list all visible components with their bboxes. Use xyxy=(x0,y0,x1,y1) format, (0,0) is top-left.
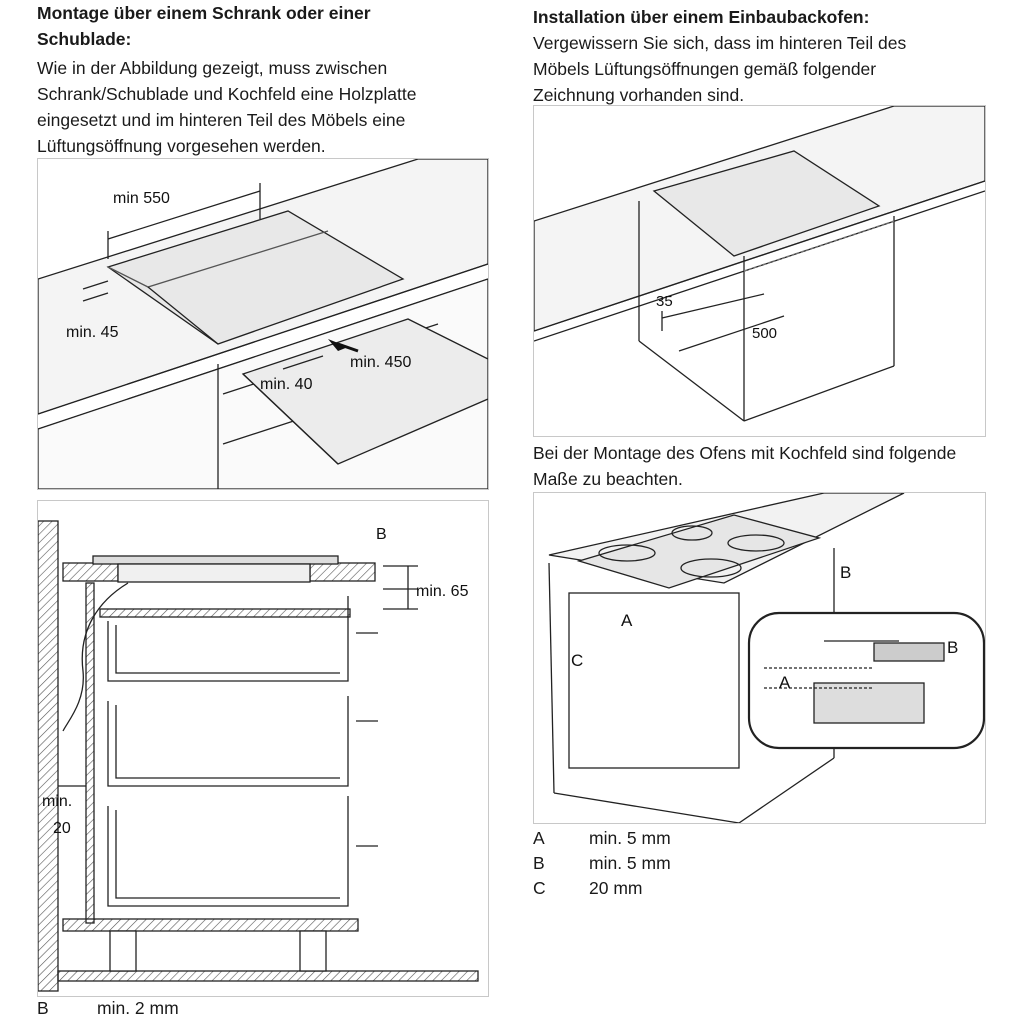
label-b-top: B xyxy=(376,526,387,543)
left-heading-line-1: Montage über einem Schrank oder einer xyxy=(37,3,371,23)
figure-countertop-drawer: min 550 min. 45 min. 450 min. 40 xyxy=(37,158,489,490)
dim-500: 500 xyxy=(752,325,777,342)
label-c: C xyxy=(571,651,583,670)
legend-key: C xyxy=(533,878,546,898)
figure-oven-cabinet: 35 500 xyxy=(533,105,986,437)
label-a: A xyxy=(621,611,633,630)
left-body-line-2: Schrank/Schublade und Kochfeld eine Holz… xyxy=(37,84,417,104)
left-body-line-4: Lüftungsöffnung vorgesehen werden. xyxy=(37,136,326,156)
label-b: B xyxy=(840,563,851,582)
legend-value: 20 mm xyxy=(589,878,643,898)
dim-min-550: min 550 xyxy=(113,190,170,207)
dim-20: 20 xyxy=(53,820,71,837)
legend-value: min. 5 mm xyxy=(589,853,671,873)
figure-oven-hob: A B C A B xyxy=(533,492,986,824)
note-value: min. 2 mm xyxy=(97,998,179,1018)
legend-key: A xyxy=(533,828,545,848)
dim-min-450: min. 450 xyxy=(350,354,411,371)
right-mid-line-1: Bei der Montage des Ofens mit Kochfeld s… xyxy=(533,443,957,463)
legend-value: min. 5 mm xyxy=(589,828,671,848)
left-heading-line-2: Schublade: xyxy=(37,29,132,49)
right-body-line-3: Zeichnung vorhanden sind. xyxy=(533,85,745,105)
dim-35: 35 xyxy=(656,293,673,310)
right-body-line-1: Vergewissern Sie sich, dass im hinteren … xyxy=(533,33,907,53)
note-row-b: B min. 2 mm xyxy=(37,998,237,1022)
dim-min-40: min. 40 xyxy=(260,376,313,393)
legend-row-c: C 20 mm xyxy=(533,878,733,902)
right-body-line-2: Möbels Lüftungsöffnungen gemäß folgender xyxy=(533,59,877,79)
right-heading: Installation über einem Einbaubackofen: xyxy=(533,7,870,27)
figure-cross-section: B min. 65 min. 20 xyxy=(37,500,489,997)
left-body-line-3: eingesetzt und im hinteren Teil des Möbe… xyxy=(37,110,406,130)
left-body-line-1: Wie in der Abbildung gezeigt, muss zwisc… xyxy=(37,58,388,78)
dim-min-45: min. 45 xyxy=(66,324,119,341)
inset-label-b: B xyxy=(947,638,958,657)
dim-min-label: min. xyxy=(42,793,72,810)
dim-min-65: min. 65 xyxy=(416,583,469,600)
inset-label-a: A xyxy=(779,673,791,692)
legend-key: B xyxy=(533,853,545,873)
right-mid-line-2: Maße zu beachten. xyxy=(533,469,683,489)
legend-row-b: B min. 5 mm xyxy=(533,853,733,877)
note-key: B xyxy=(37,998,49,1018)
legend-row-a: A min. 5 mm xyxy=(533,828,733,852)
